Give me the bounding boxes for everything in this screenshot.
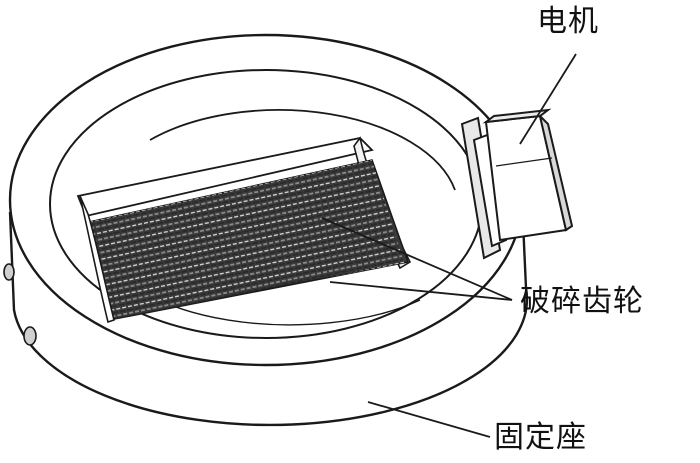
label-motor: 电机 <box>537 4 599 39</box>
gear-tooth-row <box>96 200 386 265</box>
leader-gears-lower <box>329 281 513 301</box>
gear-tooth-row <box>89 165 375 230</box>
gear-tooth-row <box>93 187 382 252</box>
gear-tooth-row <box>103 245 400 310</box>
motor-edge-line <box>495 157 553 167</box>
leader-lines <box>321 53 577 438</box>
gear-tooth-row <box>97 210 389 274</box>
gear-tooth-row <box>99 219 392 284</box>
base-bolts <box>3 263 37 346</box>
gear-tooth-row <box>104 248 401 313</box>
leader-motor <box>519 53 577 145</box>
gear-tooth-row <box>89 162 374 227</box>
gear-tooth-row <box>102 236 397 300</box>
crushing-gear-assembly <box>76 136 412 324</box>
leader-gears-upper <box>321 217 513 301</box>
gear-tooth-row <box>94 194 384 259</box>
trough-front-lip <box>79 195 115 324</box>
gear-tooth-row <box>106 258 404 320</box>
gear-tooth-row <box>92 181 380 246</box>
gear-tooth-row <box>101 229 395 294</box>
motor-body-side <box>538 112 574 232</box>
gear-tooth-row <box>97 207 388 271</box>
gear-tooth-row <box>100 226 394 291</box>
motor-body-top <box>482 108 552 124</box>
gear-tooth-row <box>103 242 399 307</box>
gear-tooth-row <box>95 197 385 262</box>
gear-tooth-row <box>91 172 377 236</box>
gear-tooth-row <box>93 184 381 249</box>
gear-tooth-row <box>101 232 396 297</box>
bolt-left-upper <box>3 263 15 281</box>
gear-tooth-row <box>96 203 387 268</box>
gear-teeth <box>89 160 408 320</box>
gear-tooth-row <box>92 178 379 243</box>
gear-tooth-row <box>94 191 383 255</box>
label-crushing-gears: 破碎齿轮 <box>520 284 644 319</box>
base-floor-rim <box>149 109 456 191</box>
gear-tooth-row <box>90 168 376 233</box>
gear-tooth-row <box>102 239 398 303</box>
gear-tooth-row <box>99 223 393 287</box>
motor-assembly <box>460 108 574 260</box>
gear-tooth-row <box>105 255 403 319</box>
leader-base <box>367 401 491 438</box>
gear-tooth-row <box>104 251 402 316</box>
gear-tooth-row <box>91 175 378 239</box>
gear-tooth-row <box>98 216 391 281</box>
bolt-left-lower <box>23 326 37 346</box>
gear-tooth-row <box>98 213 390 278</box>
label-fixed-base: 固定座 <box>494 420 587 455</box>
